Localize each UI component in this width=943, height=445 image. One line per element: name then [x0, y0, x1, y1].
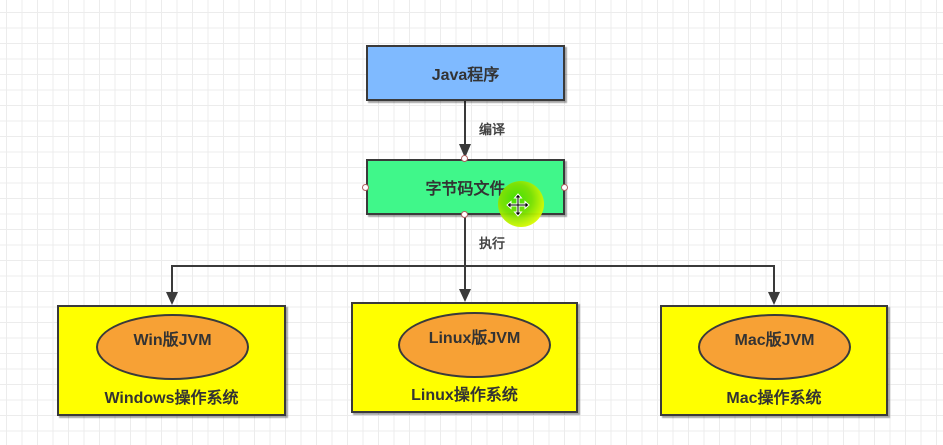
bytecode-file-label: 字节码文件 — [425, 181, 506, 198]
execute-edge-mac[interactable] — [465, 265, 775, 293]
execute-arrowhead-mac — [768, 292, 780, 305]
execute-arrowhead-win — [166, 292, 178, 305]
mac-os-label: Mac操作系统 — [726, 390, 822, 407]
windows-os-label: Windows操作系统 — [104, 390, 239, 407]
java-program-label: Java程序 — [431, 67, 500, 84]
execute-label: 执行 — [479, 236, 506, 251]
linux-jvm-label: Linux版JVM — [428, 330, 521, 347]
mac-jvm-label: Mac版JVM — [734, 332, 815, 349]
execute-edge-win[interactable] — [171, 265, 465, 293]
compile-label: 编译 — [479, 122, 506, 137]
windows-jvm-node[interactable]: Win版JVM — [96, 314, 249, 380]
mac-jvm-node[interactable]: Mac版JVM — [698, 314, 851, 380]
move-cursor-icon — [506, 193, 530, 217]
java-program-node[interactable]: Java程序 — [366, 45, 565, 101]
selection-handle-top[interactable] — [461, 155, 468, 162]
selection-handle-right[interactable] — [561, 184, 568, 191]
linux-os-label: Linux操作系统 — [411, 387, 518, 404]
selection-handle-bottom[interactable] — [461, 211, 468, 218]
linux-jvm-node[interactable]: Linux版JVM — [398, 312, 551, 378]
compile-arrowhead — [459, 144, 471, 158]
execute-arrowhead-linux — [459, 289, 471, 302]
selection-handle-left[interactable] — [362, 184, 369, 191]
windows-jvm-label: Win版JVM — [133, 332, 212, 349]
